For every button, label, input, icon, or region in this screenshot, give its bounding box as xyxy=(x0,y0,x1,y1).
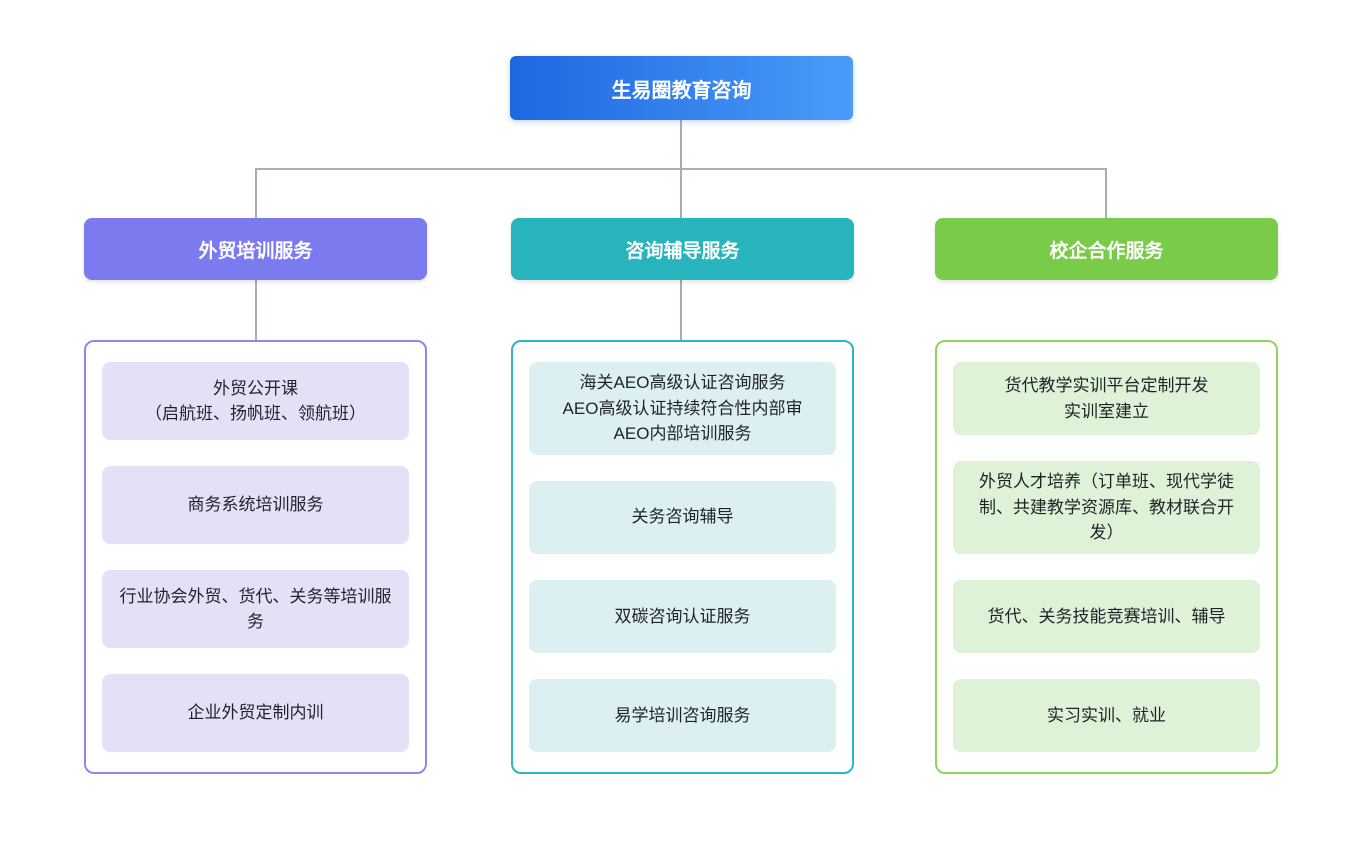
root-node-label: 生易圈教育咨询 xyxy=(611,79,752,102)
branch-item-label: 关务咨询辅导 xyxy=(631,507,734,527)
branch-item: 海关AEO高级认证咨询服务 AEO高级认证持续符合性内部审 AEO内部培训服务 xyxy=(529,362,836,455)
branch-group-consulting-coaching: 海关AEO高级认证咨询服务 AEO高级认证持续符合性内部审 AEO内部培训服务 … xyxy=(511,340,854,774)
branch-header-consulting-coaching: 咨询辅导服务 xyxy=(511,218,854,280)
branch-item-label: 企业外贸定制内训 xyxy=(187,703,324,723)
branch-item: 外贸公开课 （启航班、扬帆班、领航班） xyxy=(102,362,409,440)
branch-group-foreign-trade-training: 外贸公开课 （启航班、扬帆班、领航班） 商务系统培训服务 行业协会外贸、货代、关… xyxy=(84,340,427,774)
branch-item: 企业外贸定制内训 xyxy=(102,674,409,752)
branch-item-label: 易学培训咨询服务 xyxy=(614,705,751,725)
branch-item-label: 货代、关务技能竞赛培训、辅导 xyxy=(987,606,1226,626)
branch-item-label: 外贸公开课 （启航班、扬帆班、领航班） xyxy=(145,378,366,424)
connector-drop-branch2 xyxy=(680,169,682,218)
branch-item-label: 行业协会外贸、货代、关务等培训服务 xyxy=(119,586,392,632)
branch-header-foreign-trade-training: 外贸培训服务 xyxy=(84,218,427,280)
connector-drop-branch3 xyxy=(1105,169,1107,218)
branch-item: 实习实训、就业 xyxy=(953,678,1260,753)
connector-drop-branch1 xyxy=(255,169,257,218)
branch-item: 双碳咨询认证服务 xyxy=(529,579,836,653)
branch-item: 外贸人才培养（订单班、现代学徒制、共建教学资源库、教材联合开发） xyxy=(953,461,1260,554)
branch-item: 行业协会外贸、货代、关务等培训服务 xyxy=(102,570,409,648)
root-node: 生易圈教育咨询 xyxy=(510,56,853,120)
branch-header-label: 外贸培训服务 xyxy=(198,240,313,262)
branch-header-label: 咨询辅导服务 xyxy=(625,240,740,262)
branch-item: 货代教学实训平台定制开发 实训室建立 xyxy=(953,362,1260,436)
branch-item-label: 货代教学实训平台定制开发 实训室建立 xyxy=(1004,376,1209,421)
branch-group-school-enterprise: 货代教学实训平台定制开发 实训室建立 外贸人才培养（订单班、现代学徒制、共建教学… xyxy=(935,340,1278,774)
connector-branch1-to-group xyxy=(255,280,257,340)
branch-item-label: 商务系统培训服务 xyxy=(187,495,324,515)
connector-root-stem xyxy=(680,120,682,169)
branch-item: 货代、关务技能竞赛培训、辅导 xyxy=(953,579,1260,653)
branch-item-label: 双碳咨询认证服务 xyxy=(614,606,751,626)
branch-item-label: 实习实训、就业 xyxy=(1047,705,1166,725)
connector-branch2-to-group xyxy=(680,280,682,340)
branch-item: 易学培训咨询服务 xyxy=(529,678,836,753)
branch-item: 关务咨询辅导 xyxy=(529,480,836,554)
branch-item-label: 外贸人才培养（订单班、现代学徒制、共建教学资源库、教材联合开发） xyxy=(979,472,1234,543)
branch-header-label: 校企合作服务 xyxy=(1049,240,1164,262)
branch-item: 商务系统培训服务 xyxy=(102,466,409,544)
branch-item-label: 海关AEO高级认证咨询服务 AEO高级认证持续符合性内部审 AEO内部培训服务 xyxy=(562,373,803,443)
branch-header-school-enterprise: 校企合作服务 xyxy=(935,218,1278,280)
